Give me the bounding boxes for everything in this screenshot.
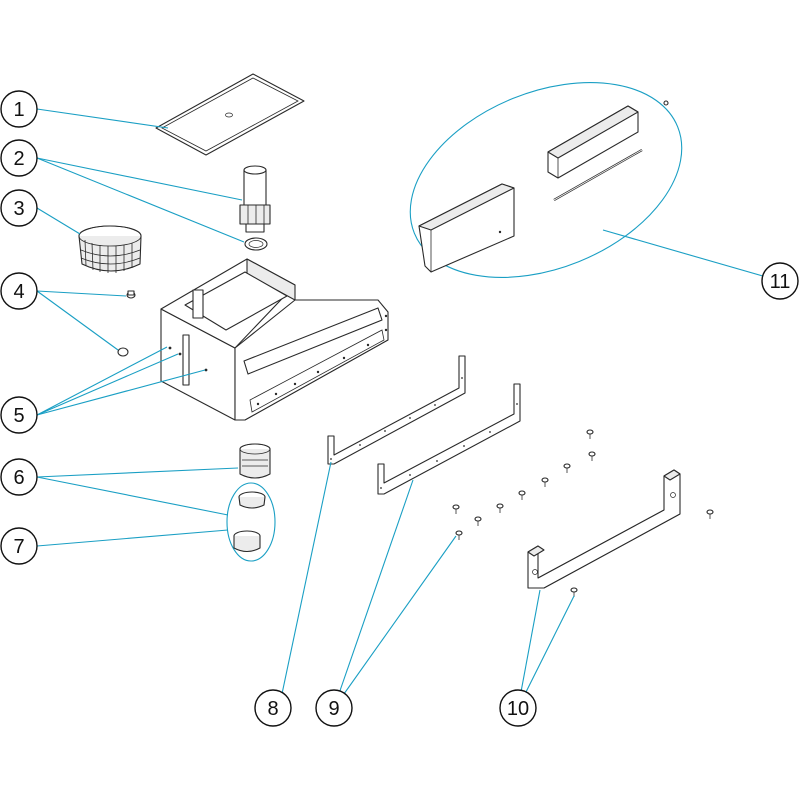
callout-3: 3 — [0, 189, 38, 227]
part-skimmer-body — [160, 258, 389, 421]
part-u-bracket — [527, 469, 681, 589]
leader-4a — [36, 290, 127, 297]
screw — [563, 463, 571, 473]
callout-label: 5 — [13, 405, 24, 427]
leader-6a — [36, 467, 239, 478]
callout-7: 7 — [0, 527, 38, 565]
callout-6: 6 — [0, 458, 38, 496]
callout-label: 9 — [328, 698, 339, 720]
part-cap-upper — [238, 491, 266, 509]
callout-label: 11 — [770, 271, 791, 293]
screw — [496, 503, 504, 513]
leader-10b — [517, 595, 575, 709]
callout-9: 9 — [315, 689, 353, 727]
part-gasket-frame-front — [327, 355, 466, 465]
leader-10a — [517, 589, 541, 709]
leader-9b — [333, 535, 457, 709]
part-cover-plate — [155, 73, 305, 156]
callout-4: 4 — [0, 272, 38, 310]
part-small-plug-lower — [117, 347, 129, 357]
leader-4b — [36, 290, 119, 351]
callout-2: 2 — [0, 139, 38, 177]
part-pin-rod — [553, 149, 643, 201]
part-gasket-frame-rear — [377, 383, 521, 495]
leader-6b — [36, 476, 229, 516]
callout-8: 8 — [254, 689, 292, 727]
screw — [541, 477, 549, 487]
callout-label: 10 — [507, 698, 529, 720]
leader-3 — [36, 207, 81, 235]
callout-10: 10 — [499, 689, 537, 727]
screw — [452, 504, 460, 514]
screw — [706, 509, 714, 519]
leader-8 — [278, 461, 332, 709]
part-threaded-nut — [239, 443, 271, 479]
part-11-group-outline — [409, 82, 683, 278]
callout-5: 5 — [0, 396, 38, 434]
callout-label: 1 — [13, 99, 24, 121]
callout-1: 1 — [0, 90, 38, 128]
part-cap-lower — [233, 530, 261, 553]
leader-5c — [36, 369, 206, 416]
leader-7 — [36, 529, 229, 547]
callout-label: 2 — [13, 148, 24, 170]
screw — [474, 516, 482, 526]
leader-1 — [36, 108, 169, 129]
callout-label: 3 — [13, 198, 24, 220]
screw — [588, 451, 596, 461]
leader-9a — [333, 479, 414, 709]
callout-label: 4 — [13, 281, 24, 303]
leader-2b — [36, 157, 245, 243]
part-small-plug-upper — [126, 290, 136, 299]
part-tiny-clip — [663, 100, 669, 106]
part-weir-flap — [418, 183, 515, 273]
part-mesh-basket — [78, 225, 142, 273]
leader-lines — [36, 108, 781, 709]
leader-11 — [602, 229, 781, 282]
part-tube-assembly — [239, 165, 271, 251]
part-float-block — [547, 105, 639, 179]
leader-5a — [36, 346, 168, 416]
flange-holes — [256, 314, 388, 406]
screw — [455, 530, 463, 540]
screw — [518, 490, 526, 500]
callout-label: 8 — [267, 698, 278, 720]
leader-2a — [36, 157, 243, 201]
part-7-group-outline — [226, 482, 276, 562]
screw — [570, 587, 578, 597]
leader-5b — [36, 353, 179, 416]
screws — [452, 429, 714, 597]
screw — [586, 429, 594, 439]
callout-label: 6 — [13, 467, 24, 489]
callout-11: 11 — [761, 262, 799, 300]
callout-label: 7 — [13, 536, 24, 558]
